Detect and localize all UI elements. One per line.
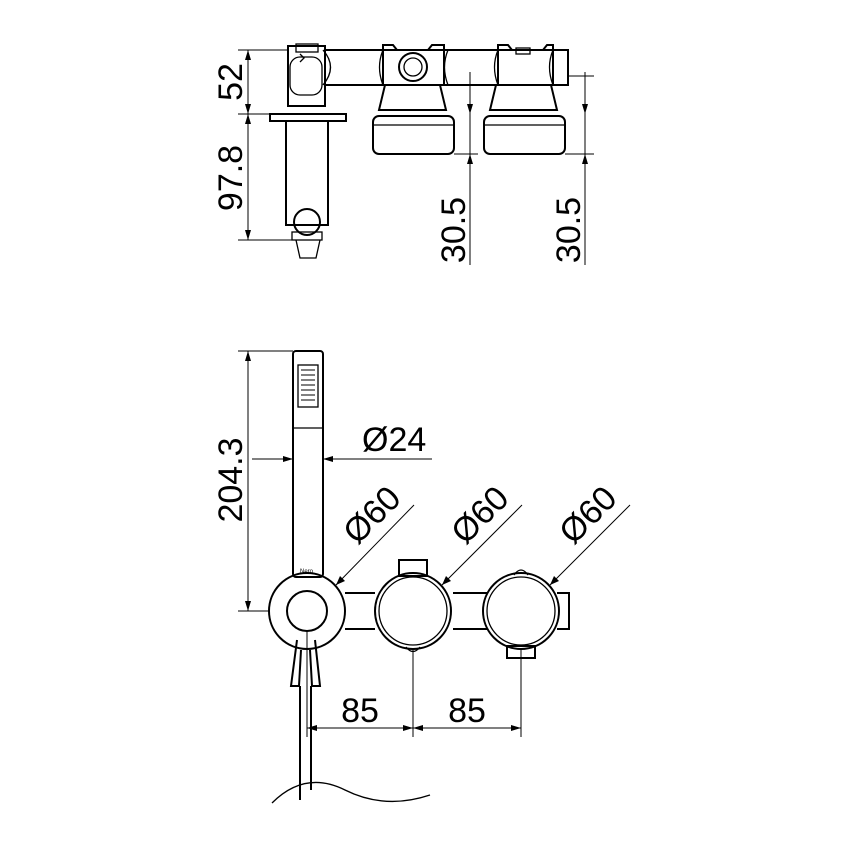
top-view-arrow-52-top xyxy=(245,50,251,60)
top-view-bar-joint-mid1 xyxy=(378,49,384,86)
front-view-mixer1-inner xyxy=(378,576,448,646)
front-view-holder-knob xyxy=(286,590,328,632)
front-view-mixer2-inner xyxy=(486,576,556,646)
top-view-bar-joint-mid2 xyxy=(443,49,449,86)
top-view-holder-detail xyxy=(299,53,305,63)
front-view-hose-connector xyxy=(289,639,322,687)
top-view-valve2-slot xyxy=(515,47,531,55)
top-view-holder-bracket xyxy=(289,56,323,96)
dim-spacing-left: 85 xyxy=(341,692,379,730)
front-view-leader-mixer2 xyxy=(549,504,631,586)
dim-spacing-right: 85 xyxy=(448,692,486,730)
front-view-arrow-2043-top xyxy=(245,351,251,361)
top-view-arrow-305r-top xyxy=(582,104,588,114)
dim-diameter-holder: Ø60 xyxy=(336,479,408,551)
top-view-handshower-base xyxy=(291,231,323,241)
dim-handshower-height: 204.3 xyxy=(212,437,250,522)
top-view-arrow-305l-bottom xyxy=(467,154,473,164)
top-view-body-bar xyxy=(325,49,569,86)
dim-diameter-mixer-1: Ø60 xyxy=(444,479,516,551)
dim-height-lower: 97.8 xyxy=(212,145,250,211)
top-view-holder-block xyxy=(287,45,326,107)
front-view-leader-mixer1 xyxy=(441,504,523,586)
front-view-leader-holder xyxy=(335,504,415,586)
front-view-body-bar xyxy=(345,592,570,630)
top-view-valve1-ring-inner xyxy=(403,57,423,77)
top-view-wall-plate xyxy=(269,113,347,122)
front-view-arrow-holder xyxy=(336,576,345,585)
front-view-arrow-85l-right xyxy=(403,725,413,731)
front-view-mixer1 xyxy=(374,572,452,650)
front-view-mixer1-top-tab xyxy=(398,559,428,577)
front-view-arrow-85r-right xyxy=(511,725,521,731)
front-view-arrow-85l-left xyxy=(307,725,317,731)
front-view-arrow-mixer1 xyxy=(442,576,451,585)
top-view-valve2-handle xyxy=(483,115,566,155)
dim-depth-left: 30.5 xyxy=(435,197,473,263)
top-view-holder-top xyxy=(295,43,319,53)
top-view-handshower-body xyxy=(285,120,329,226)
front-view: Nero 204.3 Ø24 xyxy=(212,350,631,804)
dim-diameter-mixer-2: Ø60 xyxy=(552,479,624,551)
top-view-valve1-handle xyxy=(372,115,455,155)
top-view-arrow-978-bottom xyxy=(245,230,251,240)
top-view-valve2-neck xyxy=(488,84,559,111)
front-view-arrow-85r-left xyxy=(413,725,423,731)
top-view-arrow-52-bottom xyxy=(245,104,251,114)
front-view-arrow-2043-bottom xyxy=(245,601,251,611)
front-view-handshower xyxy=(292,350,324,578)
front-view-hose-curve xyxy=(271,781,431,804)
front-view-hose xyxy=(299,686,312,800)
front-view-mixer2-top-nub xyxy=(513,569,529,576)
top-view-bar-joint-mid3 xyxy=(493,49,499,86)
top-view-handshower-hose xyxy=(295,239,321,259)
front-view-handshower-face xyxy=(297,364,319,408)
top-view-arrow-305r-bottom xyxy=(582,154,588,164)
dim-height-upper: 52 xyxy=(212,63,250,101)
top-view: 52 97.8 30.5 30.5 xyxy=(212,43,594,265)
top-view-valve1-ring xyxy=(398,52,428,82)
dim-depth-right: 30.5 xyxy=(550,197,588,263)
top-view-arrow-305l-top xyxy=(467,104,473,114)
front-view-arrow-mixer2 xyxy=(550,576,559,585)
top-view-arrow-978-top xyxy=(245,114,251,124)
front-view-arrow-24-right xyxy=(323,456,333,462)
front-view-spray-nozzles xyxy=(301,369,315,401)
front-view-mixer2 xyxy=(482,572,560,650)
top-view-valve1-neck xyxy=(377,84,448,111)
top-view-bar-joint-right xyxy=(548,49,554,86)
front-view-arrow-24-left xyxy=(283,456,293,462)
top-view-handshower-knob xyxy=(293,208,321,236)
brand-mark: Nero xyxy=(300,569,314,575)
dim-handshower-diameter: Ø24 xyxy=(362,421,426,459)
